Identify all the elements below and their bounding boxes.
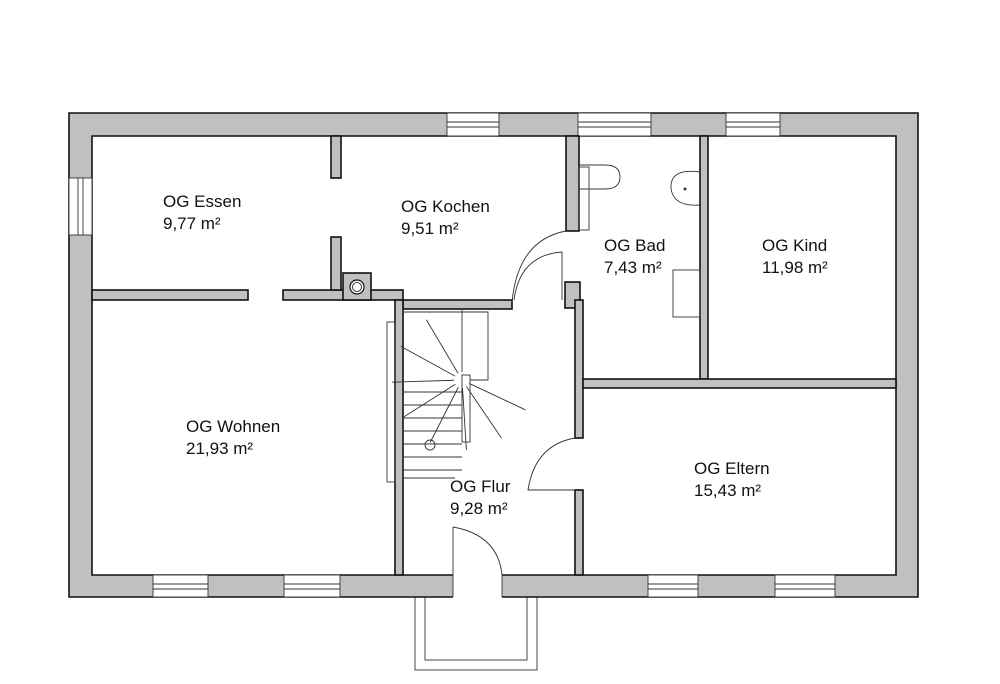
room-flur: OG Flur 9,28 m² xyxy=(450,476,510,520)
room-area: 9,77 m² xyxy=(163,214,221,233)
stair-step xyxy=(392,379,455,383)
stair-step xyxy=(402,383,456,418)
room-name: OG Wohnen xyxy=(186,417,281,436)
room-area: 21,93 m² xyxy=(186,439,254,458)
stair-step xyxy=(462,387,467,450)
room-area: 11,98 m² xyxy=(762,258,828,277)
room-name: OG Essen xyxy=(163,192,242,211)
doors xyxy=(452,230,576,576)
room-area: 7,43 m² xyxy=(604,258,662,277)
room-kind: OG Kind 11,98 m² xyxy=(762,235,828,279)
stair-step xyxy=(429,386,459,443)
room-area: 9,28 m² xyxy=(450,499,508,518)
stair-step xyxy=(466,386,502,439)
stair-step xyxy=(469,382,526,411)
room-wohnen: OG Wohnen 21,93 m² xyxy=(186,416,280,460)
balcony xyxy=(414,596,538,671)
room-area: 9,51 m² xyxy=(401,219,459,238)
room-name: OG Flur xyxy=(450,477,511,496)
room-kochen: OG Kochen 9,51 m² xyxy=(401,196,490,240)
stair-step xyxy=(425,319,459,374)
sink-icon xyxy=(670,170,701,206)
room-area: 15,43 m² xyxy=(694,481,762,500)
chimney-icon xyxy=(342,272,372,301)
room-name: OG Kind xyxy=(762,236,828,255)
staircase xyxy=(386,310,526,483)
room-name: OG Eltern xyxy=(694,459,770,478)
room-eltern: OG Eltern 15,43 m² xyxy=(694,458,770,502)
room-essen: OG Essen 9,77 m² xyxy=(163,191,241,235)
room-bad: OG Bad 7,43 m² xyxy=(604,235,665,279)
windows xyxy=(68,112,836,598)
room-name: OG Kochen xyxy=(401,197,490,216)
room-name: OG Bad xyxy=(604,236,666,255)
bathroom-cabinet xyxy=(672,269,701,318)
outer-walls xyxy=(68,112,919,598)
toilet-icon xyxy=(578,164,621,231)
stair-step xyxy=(400,345,456,377)
